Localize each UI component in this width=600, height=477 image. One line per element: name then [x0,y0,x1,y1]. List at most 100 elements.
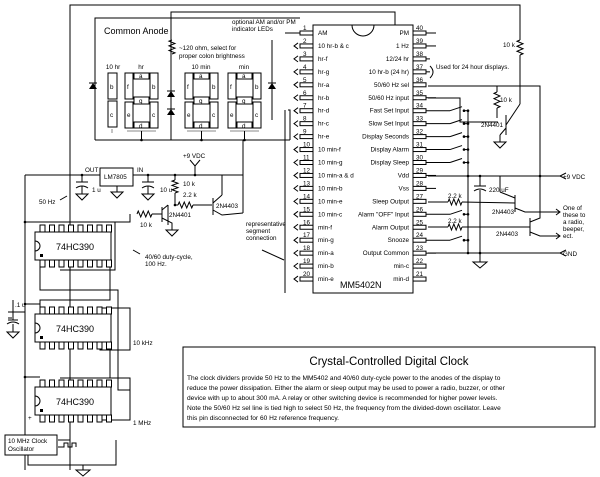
segment-a [193,72,210,80]
pin1-marker [40,254,43,257]
am-pm-note-2: indicator LEDs [232,26,273,33]
segment-letter: b [110,84,114,91]
switch-icon [449,145,463,151]
ground-icon [109,191,125,199]
description-line-5: this pin disconnected for 60 Hz referenc… [187,415,339,422]
pin-label: min-a [318,250,334,257]
r-mid-label: 10 k [500,97,513,104]
junction-dot [466,135,470,138]
r-sleep-label: 2.2 k [448,193,463,200]
switch-icon [449,158,463,163]
pin-number: 12 [303,167,311,174]
counter2-74hc390: 74HC390 [23,302,112,350]
counter-pin [49,224,55,233]
pin-number: 35 [416,90,424,97]
counter-pin [96,306,103,315]
output-arrow-icon [293,107,299,115]
pin-number: 33 [416,116,424,123]
colon-resistor-note-2: proper colon brightness [179,53,245,60]
segment-c [149,101,159,129]
pin-label: 10 hr-b & c [318,43,349,50]
plus-label: + [28,415,32,422]
output-arrow-icon [293,184,299,192]
lm7805-regulator [99,167,134,187]
pin-number: 15 [303,206,311,213]
pin-lead [299,95,314,101]
pin-lead [299,224,314,230]
q-alarm-label: 2N4403 [496,231,519,238]
counter-pin [77,224,84,233]
counter-pin [39,379,46,388]
segment-e [227,101,237,129]
junction-dot [466,109,470,112]
digit-body [132,103,151,123]
junction-dot [466,122,470,125]
counter-pin [106,341,112,350]
segment-letter: b [255,84,259,91]
cap-10u-label: 10 u [160,187,173,194]
pin-label: Vdd [398,172,410,179]
pin-number: 32 [416,129,424,136]
pin-number: 34 [416,103,424,110]
counter-pin [96,259,103,268]
segment-letter: f [127,84,129,91]
pin-label: Output Common [363,250,410,257]
r-top-label: 10 k [503,42,516,49]
pin-number: 7 [303,103,307,110]
resistor-2k2-alarm-icon [447,222,463,232]
duty-note-2: 100 Hz. [145,261,167,268]
vdc-right-label: +9 VDC [563,174,586,181]
output-note-1: One of [563,205,582,212]
output-note-2: these to [563,212,586,219]
led-triangle [167,91,175,97]
pin-number: 4 [303,64,307,71]
counter-pin [68,379,74,388]
pin-number: 19 [303,258,311,265]
segment-letter: a [242,73,246,80]
counter-notch [34,395,41,407]
vdc-terminal-icon [558,172,567,180]
pin-label: 10 hr-b (24 hr) [369,69,409,76]
pin-number: 9 [303,129,307,136]
pin-lead [299,237,314,243]
switch-icon [449,235,463,241]
junction-dot [466,238,470,242]
segment-letter: c [212,112,215,119]
pin-lead [299,69,314,75]
pin-label: hr-c [318,121,329,128]
description-line-1: The clock dividers provide 50 Hz to the … [187,375,501,382]
counter3-74hc390: 74HC390 [23,375,112,423]
digit-body [235,78,254,98]
pin-number: 25 [416,219,424,226]
cap-01-label: .1 u [15,302,26,309]
segment-a [236,72,253,80]
segment-letter: d [242,123,246,130]
pin-number: 17 [303,232,311,239]
colon-resistor-icon [167,39,177,55]
pin-7: 7hr-d [293,103,330,115]
pin-number: 16 [303,219,311,226]
pin-label: 1 Hz [396,43,409,50]
pin-label: min-d [393,276,409,283]
counter-pin [58,306,65,315]
segment-letter: e [127,112,131,119]
segment-letter: e [187,112,191,119]
segment-g [193,96,210,105]
pin-lead [412,224,427,230]
counter-pin [106,224,112,233]
counter-notch [34,322,41,334]
duty-note-1: 40/60 duty-cycle, [145,254,193,261]
